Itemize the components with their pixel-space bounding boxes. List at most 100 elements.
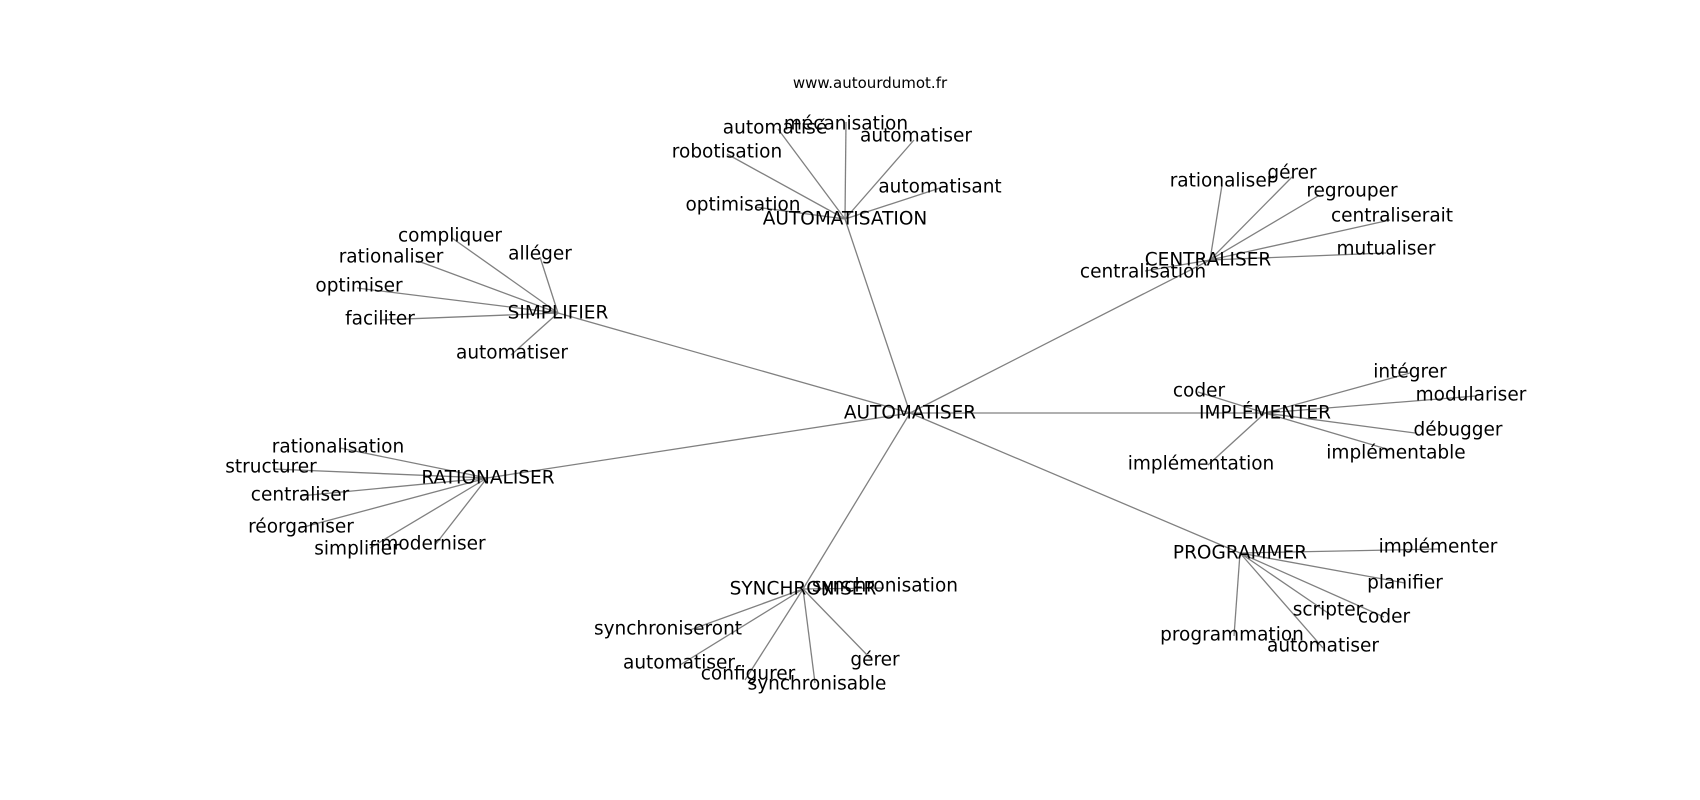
node-leaf-centraliser-4[interactable]: mutualiser bbox=[1337, 239, 1436, 260]
edge-synchroniser-leaf-4 bbox=[802, 588, 871, 659]
edge-automatisation-leaf-3 bbox=[726, 153, 846, 220]
edge-rationaliser-leaf-3 bbox=[299, 477, 488, 529]
node-leaf-simplifier-5[interactable]: automatiser bbox=[456, 343, 568, 364]
edge-rationaliser-leaf-5 bbox=[434, 477, 488, 546]
edge-automatisation-leaf-5 bbox=[754, 206, 846, 220]
edge-synchroniser-leaf-3 bbox=[744, 588, 804, 681]
edge-simplifier-leaf-2 bbox=[539, 256, 559, 314]
node-leaf-synchroniser-1[interactable]: synchroniseront bbox=[594, 619, 742, 640]
node-leaf-automatisation-0[interactable]: automatisé bbox=[723, 118, 827, 139]
edge-automatisation-leaf-0 bbox=[777, 128, 846, 220]
node-leaf-rationaliser-0[interactable]: rationalisation bbox=[272, 437, 404, 458]
edge-rationaliser-leaf-0 bbox=[339, 447, 488, 479]
edge-simplifier-leaf-3 bbox=[356, 287, 559, 314]
edge-programmer-leaf-4 bbox=[1233, 552, 1241, 637]
edge-automatisation-leaf-1 bbox=[844, 121, 847, 220]
node-leaf-rationaliser-3[interactable]: réorganiser bbox=[248, 517, 354, 538]
node-leaf-implementer-0[interactable]: coder bbox=[1173, 381, 1226, 402]
edge-centraliser-leaf-3 bbox=[1209, 219, 1391, 261]
edge-center-synchroniser bbox=[802, 412, 911, 590]
node-leaf-simplifier-1[interactable]: rationaliser bbox=[339, 247, 444, 268]
edge-rationaliser-leaf-2 bbox=[299, 477, 488, 497]
edge-center-automatisation bbox=[844, 218, 911, 414]
edge-centraliser-leaf-1 bbox=[1209, 176, 1293, 261]
node-leaf-automatisation-2[interactable]: automatiser bbox=[860, 126, 972, 147]
node-leaf-programmer-2[interactable]: scripter bbox=[1293, 600, 1364, 621]
edge-implementer-leaf-4 bbox=[1264, 412, 1391, 451]
edge-centraliser-leaf-0 bbox=[1209, 184, 1223, 261]
edge-center-rationaliser bbox=[486, 412, 911, 479]
node-leaf-automatisation-4[interactable]: automatisant bbox=[878, 177, 1001, 198]
edge-simplifier-leaf-4 bbox=[379, 312, 559, 321]
node-hub-centraliser[interactable]: CENTRALISER bbox=[1145, 250, 1272, 271]
edge-center-centraliser bbox=[909, 259, 1211, 414]
node-hub-rationaliser[interactable]: RATIONALISER bbox=[421, 468, 554, 489]
node-leaf-rationaliser-2[interactable]: centraliser bbox=[251, 485, 350, 506]
edge-programmer-leaf-5 bbox=[1239, 552, 1324, 649]
node-leaf-rationaliser-5[interactable]: moderniser bbox=[380, 534, 486, 555]
edge-simplifier-leaf-5 bbox=[510, 312, 559, 356]
node-leaf-synchroniser-0[interactable]: synchronisation bbox=[812, 576, 958, 597]
node-leaf-programmer-4[interactable]: programmation bbox=[1160, 625, 1304, 646]
edge-synchroniser-leaf-1 bbox=[689, 588, 804, 631]
node-leaf-simplifier-4[interactable]: faciliter bbox=[345, 309, 415, 330]
node-leaf-centraliser-5[interactable]: centralisation bbox=[1080, 262, 1206, 283]
edge-programmer-leaf-3 bbox=[1239, 552, 1385, 618]
edge-synchroniser-leaf-0 bbox=[802, 587, 885, 590]
edge-automatisation-leaf-2 bbox=[844, 139, 915, 220]
node-leaf-simplifier-0[interactable]: compliquer bbox=[398, 226, 502, 247]
edge-simplifier-leaf-0 bbox=[451, 237, 559, 314]
node-hub-synchroniser[interactable]: SYNCHRONISER bbox=[730, 579, 877, 600]
edge-center-simplifier bbox=[557, 312, 911, 414]
node-leaf-programmer-0[interactable]: implémenter bbox=[1379, 537, 1498, 558]
node-leaf-centraliser-2[interactable]: regrouper bbox=[1306, 181, 1398, 202]
site-credit[interactable]: www.autourdumot.fr bbox=[793, 74, 948, 92]
edge-centraliser-leaf-5 bbox=[1144, 259, 1211, 272]
edge-synchroniser-leaf-5 bbox=[802, 588, 816, 684]
node-leaf-automatisation-1[interactable]: mécanisation bbox=[784, 114, 908, 135]
edge-rationaliser-leaf-4 bbox=[369, 477, 488, 549]
node-leaf-centraliser-0[interactable]: rationaliser bbox=[1170, 171, 1275, 192]
node-hub-programmer[interactable]: PROGRAMMER bbox=[1173, 543, 1307, 564]
edge-simplifier-leaf-1 bbox=[417, 260, 559, 314]
edge-centraliser-leaf-2 bbox=[1209, 195, 1319, 261]
edge-implementer-leaf-3 bbox=[1264, 412, 1416, 434]
edge-center-programmer bbox=[909, 412, 1241, 554]
node-hub-automatisation[interactable]: AUTOMATISATION bbox=[763, 209, 927, 230]
node-hub-simplifier[interactable]: SIMPLIFIER bbox=[508, 303, 609, 324]
node-leaf-automatisation-3[interactable]: robotisation bbox=[672, 142, 782, 163]
node-leaf-simplifier-3[interactable]: optimiser bbox=[315, 276, 403, 297]
graph-labels: www.autourdumot.fr AUTOMATISER AUTOMATISA… bbox=[225, 74, 1526, 695]
node-center-automatiser[interactable]: AUTOMATISER bbox=[844, 403, 976, 424]
node-leaf-synchroniser-5[interactable]: synchronisable bbox=[748, 674, 887, 695]
node-leaf-programmer-5[interactable]: automatiser bbox=[1267, 636, 1379, 657]
node-leaf-synchroniser-4[interactable]: gérer bbox=[850, 650, 900, 671]
node-leaf-simplifier-2[interactable]: alléger bbox=[508, 244, 572, 265]
node-leaf-rationaliser-4[interactable]: simplifier bbox=[314, 539, 400, 560]
node-leaf-implementer-5[interactable]: implémentation bbox=[1128, 454, 1275, 475]
node-leaf-automatisation-5[interactable]: optimisation bbox=[685, 195, 800, 216]
node-leaf-implementer-1[interactable]: intégrer bbox=[1373, 362, 1447, 383]
node-leaf-implementer-4[interactable]: implémentable bbox=[1326, 443, 1465, 464]
edge-synchroniser-leaf-2 bbox=[679, 588, 804, 666]
node-leaf-implementer-3[interactable]: débugger bbox=[1413, 420, 1502, 441]
node-leaf-centraliser-3[interactable]: centraliserait bbox=[1331, 206, 1453, 227]
node-leaf-synchroniser-3[interactable]: configurer bbox=[701, 664, 796, 685]
edge-rationaliser-leaf-1 bbox=[272, 468, 488, 479]
edge-implementer-leaf-0 bbox=[1197, 391, 1266, 414]
node-leaf-rationaliser-1[interactable]: structurer bbox=[225, 457, 317, 478]
edge-implementer-leaf-2 bbox=[1264, 395, 1477, 414]
edge-programmer-leaf-2 bbox=[1239, 552, 1329, 614]
node-leaf-programmer-1[interactable]: planifier bbox=[1367, 573, 1443, 594]
edge-automatisation-leaf-4 bbox=[844, 187, 941, 220]
node-leaf-programmer-3[interactable]: coder bbox=[1358, 607, 1411, 628]
node-leaf-implementer-2[interactable]: modulariser bbox=[1416, 385, 1527, 406]
node-leaf-centraliser-1[interactable]: gérer bbox=[1267, 163, 1317, 184]
node-leaf-synchroniser-2[interactable]: automatiser bbox=[623, 653, 735, 674]
graph-edges bbox=[272, 121, 1477, 684]
node-hub-implementer[interactable]: IMPLÉMENTER bbox=[1199, 402, 1331, 424]
edge-centraliser-leaf-4 bbox=[1209, 252, 1387, 261]
edge-programmer-leaf-1 bbox=[1239, 552, 1406, 584]
edge-programmer-leaf-0 bbox=[1239, 548, 1441, 554]
